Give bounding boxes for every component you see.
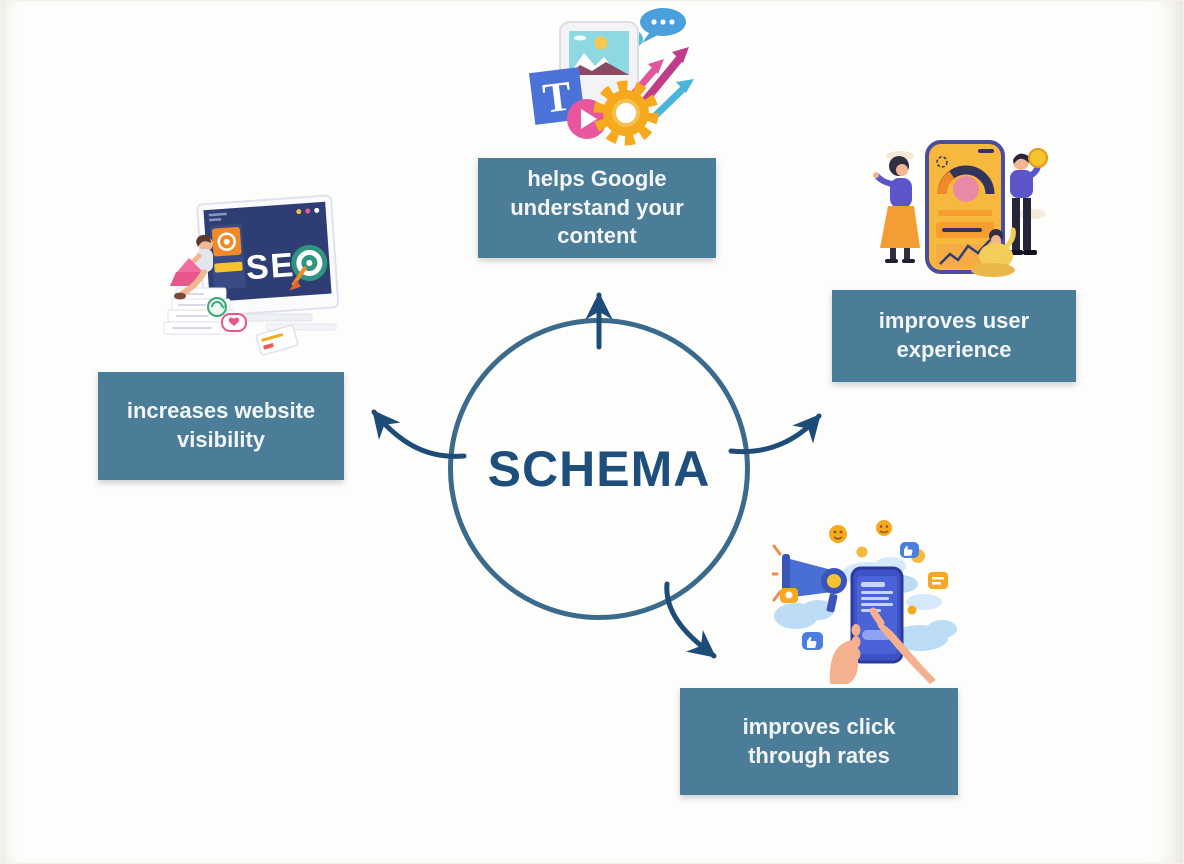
benefit-label: improves user experience [878,308,1030,362]
smartphone-icon [925,140,1005,274]
sitting-person-figure [971,227,1016,277]
schema-title: SCHEMA [487,441,711,497]
seo-monitor-illustration: SE [163,194,340,356]
benefit-label: increases website visibility [126,398,316,452]
credit-card-icon [255,324,299,356]
ux-people-phone-illustration [873,140,1048,277]
woman-with-laptop-figure [170,234,213,300]
benefit-box-user-experience: improves user experience [832,290,1076,382]
recycle-badge-icon [207,297,227,317]
like-icons [780,542,948,650]
heart-badge-icon [221,313,247,332]
holding-hand-icon [829,624,861,684]
gear-icon [593,80,659,146]
benefit-box-visibility: increases website visibility [98,372,344,480]
benefit-box-click-through: improves click through rates [680,688,958,795]
svg-text:SE: SE [245,246,297,287]
ctr-phone-megaphone-illustration [772,520,957,684]
target-icon [289,244,328,291]
standing-woman-figure [873,156,920,263]
pointing-hand-icon [869,607,936,684]
content-collage-illustration: T [529,8,694,146]
benefit-box-helps-google: helps Google understand your content [478,158,716,258]
monitor-icon: SE [196,194,340,318]
benefit-label: helps Google understand your content [510,166,684,249]
standing-man-with-coin-figure [1009,148,1048,255]
benefit-label: improves click through rates [742,713,896,768]
schema-circle: SCHEMA [448,318,750,620]
